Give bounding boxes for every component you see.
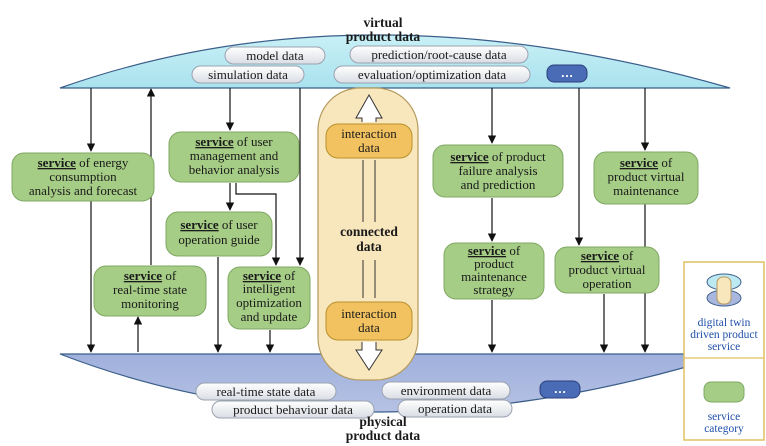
intelligent-line3: optimization [236, 295, 302, 310]
maint-strategy-line4: strategy [473, 282, 515, 297]
failure-line2: failure analysis [458, 163, 537, 178]
service-user-guide: service of user operation guide [165, 211, 273, 257]
interaction-data-bottom-line2: data [358, 320, 380, 335]
product-behaviour-data-item: product behaviour data [233, 402, 353, 417]
legend-cat-line2: category [704, 423, 744, 435]
model-data-item: model data [246, 48, 304, 63]
maint-strategy-line2: product [474, 256, 514, 271]
connected-data-line2: data [356, 239, 382, 254]
legend: digital twin driven product service serv… [683, 261, 765, 441]
intelligent-line4: and update [241, 309, 298, 324]
environment-data-item: environment data [401, 383, 492, 398]
virtual-op-line2: product virtual [569, 262, 646, 277]
virtual-maint-line1: of [658, 155, 673, 170]
monitoring-line3: monitoring [121, 296, 179, 311]
evaluation-optimization-data-item: evaluation/optimization data [358, 67, 507, 82]
user-mgmt-line3: behavior analysis [189, 162, 280, 177]
physical-more-item: … [554, 381, 567, 396]
svg-text:service of product: service of product [450, 149, 546, 164]
maint-strategy-line1: of [506, 243, 521, 258]
virtual-op-line1: of [619, 248, 634, 263]
svg-text:service of user: service of user [180, 217, 258, 232]
service-intelligent-optimization: service of intelligent optimization and … [227, 266, 311, 330]
svg-text:service of: service of [620, 155, 673, 170]
service-monitoring: service of real-time state monitoring [93, 265, 207, 317]
legend-cat-line1: service [708, 411, 741, 423]
virtual-title-line2: product data [346, 29, 421, 44]
virtual-maint-line2: product virtual [608, 169, 685, 184]
user-mgmt-line1: of user [234, 134, 274, 149]
intelligent-line2: intelligent [243, 281, 296, 296]
service-keyword: service [450, 149, 488, 164]
virtual-more-item: … [561, 65, 574, 80]
service-keyword: service [243, 268, 281, 283]
virtual-op-line3: operation [582, 276, 632, 291]
service-user-management: service of user management and behavior … [168, 131, 300, 183]
prediction-root-cause-data-item: prediction/root-cause data [371, 47, 507, 62]
service-maintenance-strategy: service of product maintenance strategy [443, 242, 545, 300]
monitoring-line2: real-time state [113, 282, 187, 297]
interaction-data-top-line2: data [358, 140, 380, 155]
legend-dt-line1: digital twin [698, 317, 751, 329]
legend-dt-line3: service [708, 341, 741, 353]
monitoring-line1: of [162, 268, 177, 283]
virtual-product-data-region: virtual product data model data predicti… [59, 15, 731, 89]
failure-line1: of product [489, 149, 546, 164]
operation-data-item: operation data [418, 401, 492, 416]
svg-text:service of: service of [243, 268, 296, 283]
service-keyword: service [620, 155, 658, 170]
service-keyword: service [180, 217, 218, 232]
interaction-data-bottom-line1: interaction [341, 306, 397, 321]
service-keyword: service [38, 155, 76, 170]
physical-title-line1: physical [359, 414, 407, 429]
physical-title-line2: product data [346, 428, 421, 443]
service-keyword: service [195, 134, 233, 149]
user-guide-line2: operation guide [178, 232, 259, 247]
failure-line3: and prediction [461, 177, 536, 192]
service-keyword: service [124, 268, 162, 283]
service-keyword: service [581, 248, 619, 263]
svg-text:service of: service of [581, 248, 634, 263]
energy-line3: analysis and forecast [29, 183, 138, 198]
service-failure-analysis: service of product failure analysis and … [432, 144, 564, 198]
service-virtual-maintenance: service of product virtual maintenance [593, 151, 699, 205]
intelligent-line1: of [281, 268, 296, 283]
physical-product-data-region: real-time state data environment data … … [59, 353, 731, 443]
connected-data-line1: connected [340, 224, 398, 239]
energy-line2: consumption [49, 169, 117, 184]
service-energy: service of energy consumption analysis a… [11, 152, 155, 202]
maint-strategy-line3: maintenance [461, 269, 527, 284]
user-mgmt-line2: management and [190, 148, 279, 163]
service-virtual-operation: service of product virtual operation [554, 246, 660, 294]
svg-text:service of: service of [468, 243, 521, 258]
svg-text:service of energy: service of energy [38, 155, 129, 170]
svg-text:service of: service of [124, 268, 177, 283]
legend-dt-line2: driven product [690, 329, 758, 341]
virtual-maint-line3: maintenance [613, 183, 679, 198]
connected-data-column: interaction data connected data interact… [317, 87, 419, 381]
svg-text:service of user: service of user [195, 134, 273, 149]
service-keyword: service [468, 243, 506, 258]
energy-line1: of energy [76, 155, 129, 170]
virtual-title-line1: virtual [364, 15, 403, 30]
user-guide-line1: of user [219, 217, 259, 232]
service-category-swatch [703, 381, 745, 403]
digital-twin-icon [706, 273, 742, 307]
simulation-data-item: simulation data [208, 67, 288, 82]
interaction-data-top-line1: interaction [341, 126, 397, 141]
real-time-state-data-item: real-time state data [217, 384, 316, 399]
